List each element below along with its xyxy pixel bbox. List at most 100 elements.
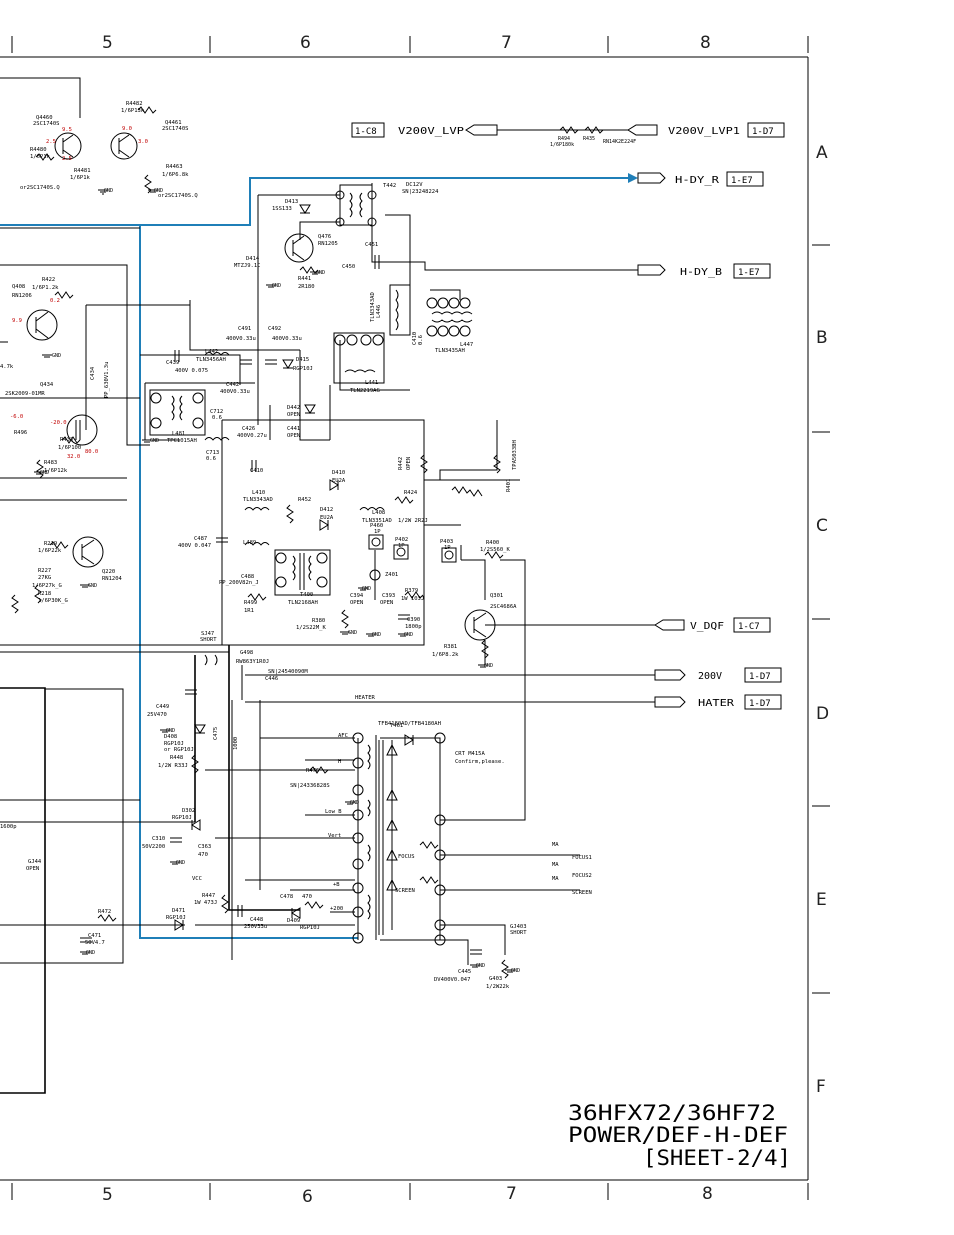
tpa-label: TPA5033BH: [512, 440, 518, 470]
r483-label: R483: [44, 460, 57, 466]
q4460-part: 2SC1740S: [33, 121, 60, 127]
g403-value: 1/2W22k: [486, 984, 510, 990]
r447-label: R447: [202, 893, 215, 899]
gj44-value: OPEN: [26, 866, 39, 872]
gnd-label: GND: [484, 663, 493, 669]
grid-col-6-top: 6: [300, 33, 311, 53]
transformer-t442: [335, 184, 377, 227]
c439-label: C439: [166, 360, 179, 366]
c410b-value: 0.6: [418, 335, 424, 345]
p460-label: P460: [370, 523, 383, 529]
g498-value: RW863Y1R0J: [236, 659, 269, 665]
c434-value: PP_630V1.3u: [104, 362, 110, 398]
c488-value: PP_200V82n_J: [219, 580, 259, 586]
c449-label: C449: [156, 704, 169, 710]
c471-label: C471: [88, 933, 101, 939]
r-4-7k: 4.7k: [0, 364, 14, 370]
or-note-1: or2SC1740S.Q: [20, 185, 60, 191]
c451-label: C451: [365, 242, 378, 248]
t400-part: TLN2168AH: [288, 600, 318, 606]
l441-part: TLN2219AG: [350, 388, 380, 394]
voltage-0-2: 0.2: [50, 298, 60, 304]
connector-net: V_DQF: [690, 621, 724, 632]
crt-note: Confirm,please.: [455, 759, 505, 765]
voltage-3-0: 3.0: [138, 139, 148, 145]
transistor-q220: [72, 536, 104, 568]
voltage-32: 32.0: [67, 454, 80, 460]
gnd-label: GND: [88, 583, 97, 589]
l441-label: L441: [365, 380, 378, 386]
c491-label: C491: [238, 326, 251, 332]
r380-label: R380: [312, 618, 325, 624]
r441-value: 2R180: [298, 284, 315, 290]
q220-part: RN1204: [102, 576, 123, 582]
connector-net: V200V_LVP: [398, 126, 464, 137]
grid-col-7-top: 7: [501, 33, 512, 53]
d408-alt: or RGP10J: [164, 747, 194, 753]
voltage-m20: -20.0: [50, 420, 67, 426]
p402-label: P402: [395, 537, 408, 543]
gnd-label: GND: [176, 860, 185, 866]
h-label: H: [338, 759, 341, 765]
gnd-label: GND: [86, 950, 95, 956]
vcc-label: VCC: [192, 876, 202, 882]
sn2-label: SN|24540090M: [268, 669, 308, 675]
q476-label: Q476: [318, 234, 331, 240]
d409-label: D409: [287, 918, 300, 924]
gnd-label: GND: [104, 188, 113, 194]
connector-ref: 1-D7: [752, 127, 774, 137]
q220-label: Q220: [102, 569, 115, 575]
diodes: [174, 204, 414, 931]
c491-value: 400V0.33u: [226, 336, 256, 342]
gnd-label: GND: [316, 270, 325, 276]
l408-label: L408: [372, 510, 385, 516]
l447-label: L447: [460, 342, 473, 348]
c450-label: C450: [342, 264, 355, 270]
r422-label: R422: [42, 277, 55, 283]
r219-value: 1/6P22k: [38, 548, 62, 554]
c487-label: C487: [194, 536, 207, 542]
c713-label: C713: [206, 450, 219, 456]
focus1-label: FOCUS1: [572, 855, 592, 861]
gnd-label: GND: [404, 632, 413, 638]
c310-label: C310: [152, 836, 165, 842]
c445-label: C445: [458, 969, 471, 975]
r4481-label: R4481: [74, 168, 91, 174]
transformer-t400: [274, 549, 331, 596]
c363-value: 470: [198, 852, 208, 858]
connector-net: H-DY_B: [680, 267, 722, 278]
gnd-label: GND: [348, 630, 357, 636]
capacitors: [80, 255, 482, 955]
c426-label: C426: [242, 426, 255, 432]
c363-label: C363: [198, 844, 211, 850]
c310-value: 50V2200: [142, 844, 165, 850]
d414-part: MTZJ9.1C: [234, 263, 261, 269]
r494-value: 1/6P180k: [550, 142, 574, 148]
ground-symbols: GND GND GND GND GND GND GND GND GND GND …: [34, 188, 520, 974]
d413-part: 1SS133: [272, 206, 292, 212]
title-model: 36HFX72/36HF72: [568, 1101, 776, 1125]
r1000-label: 1000: [233, 737, 239, 750]
c713-value: 0.6: [206, 456, 216, 462]
transistor-q476: [284, 233, 314, 263]
gnd-label: GND: [511, 968, 520, 974]
t461-label: T461: [390, 723, 403, 729]
r483-value: 1/6P12k: [44, 468, 68, 474]
r4463-label: R4463: [166, 164, 183, 170]
d414-label: D414: [246, 256, 260, 262]
c487-value: 400V 0.047: [178, 543, 211, 549]
c441-value: OPEN: [287, 433, 300, 439]
grid-col-6-bottom: 6: [302, 1187, 313, 1207]
q301-part: 2SC4686A: [490, 604, 517, 610]
connector-ref: 1-D7: [749, 672, 771, 682]
c390-value: 1800p: [405, 624, 422, 630]
voltage-9-5: 9.5: [62, 127, 72, 133]
p402-value: 1P: [398, 543, 405, 549]
grid-row-labels: A B C D E F: [816, 143, 829, 1097]
transformer-t461: [352, 732, 446, 946]
grid-row-e: E: [816, 890, 827, 910]
r400-label: R400: [486, 540, 499, 546]
gnd-label: GND: [372, 632, 381, 638]
c488-label: C488: [241, 574, 254, 580]
